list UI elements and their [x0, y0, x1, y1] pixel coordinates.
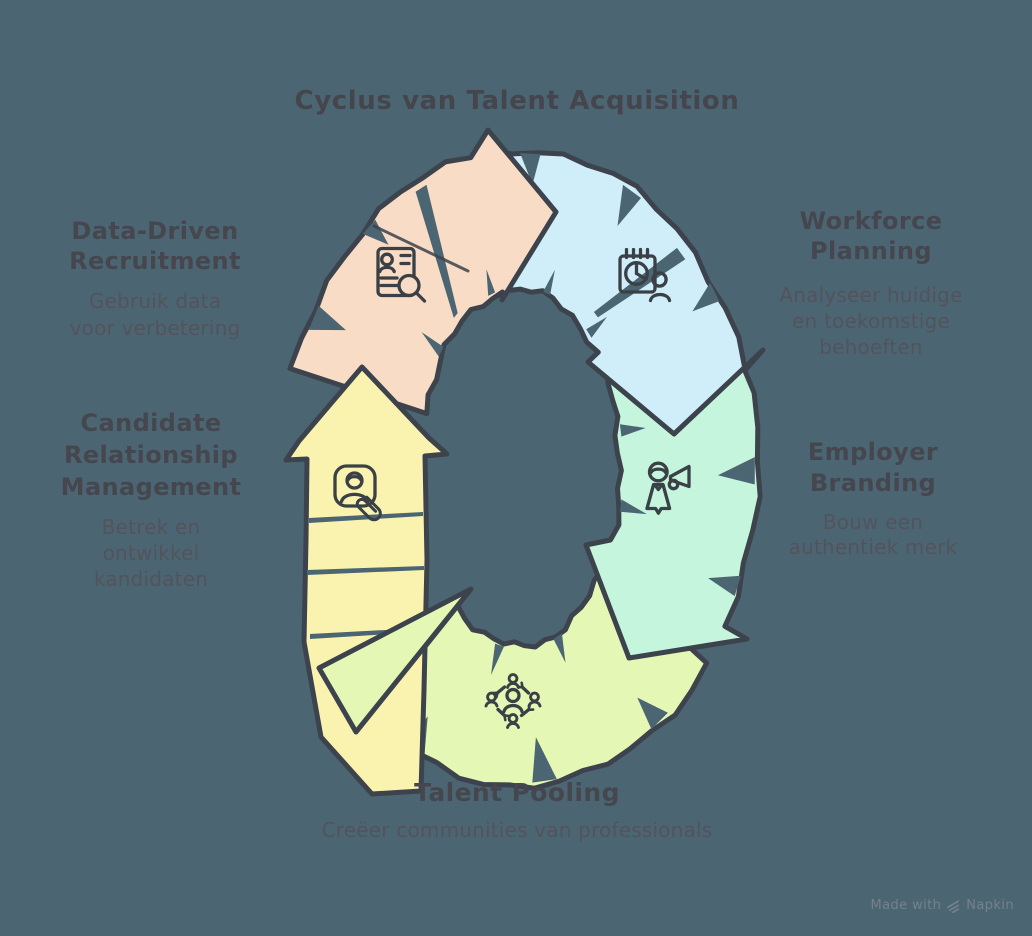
label-line: Data-Driven	[71, 217, 239, 245]
label-line: Employer	[807, 438, 939, 466]
desc-line: kandidaten	[93, 567, 209, 591]
desc-line: en toekomstige	[792, 309, 950, 333]
desc-line: Betrek en	[101, 515, 201, 539]
label-line: Management	[60, 473, 242, 501]
diagram-title: Cyclus van Talent Acquisition	[294, 86, 740, 116]
desc-line: Gebruik data	[88, 289, 222, 313]
desc-line: voor verbetering	[69, 316, 241, 340]
calendar-chart-person-icon	[618, 247, 672, 303]
contact-card-paperclip-icon	[333, 464, 382, 522]
label-line: Branding	[809, 469, 937, 497]
label-line: Relationship	[63, 441, 239, 469]
arrow-segment-talent-pooling-head	[316, 586, 474, 735]
community-icon	[484, 673, 542, 729]
desc-line: authentiek merk	[788, 535, 958, 559]
desc-line: Bouw een	[822, 510, 924, 534]
arrow-segment-candidate-relationship-management	[283, 364, 450, 797]
napkin-watermark: Made with Napkin	[871, 898, 1014, 913]
label-line: Planning	[810, 237, 932, 265]
desc-line: Analyseer huidige	[779, 283, 963, 307]
desc-line: behoeften	[819, 335, 923, 359]
label-line: Candidate	[80, 409, 222, 437]
watermark-brand: Napkin	[966, 898, 1014, 913]
arrow-segment-data-driven-recruitment	[287, 127, 559, 417]
desc-line: ontwikkel	[102, 541, 200, 565]
desc-line: Creëer communities van professionals	[321, 818, 713, 842]
label-line: Talent Pooling	[414, 778, 620, 807]
arrow-segment-employer-branding	[583, 326, 763, 661]
label-line: Recruitment	[69, 247, 241, 275]
resume-search-icon	[376, 246, 427, 303]
person-megaphone-icon	[645, 461, 691, 515]
watermark-text-prefix: Made with	[870, 898, 942, 913]
napkin-logo-icon	[947, 900, 960, 913]
label-line: Workforce	[799, 207, 943, 235]
